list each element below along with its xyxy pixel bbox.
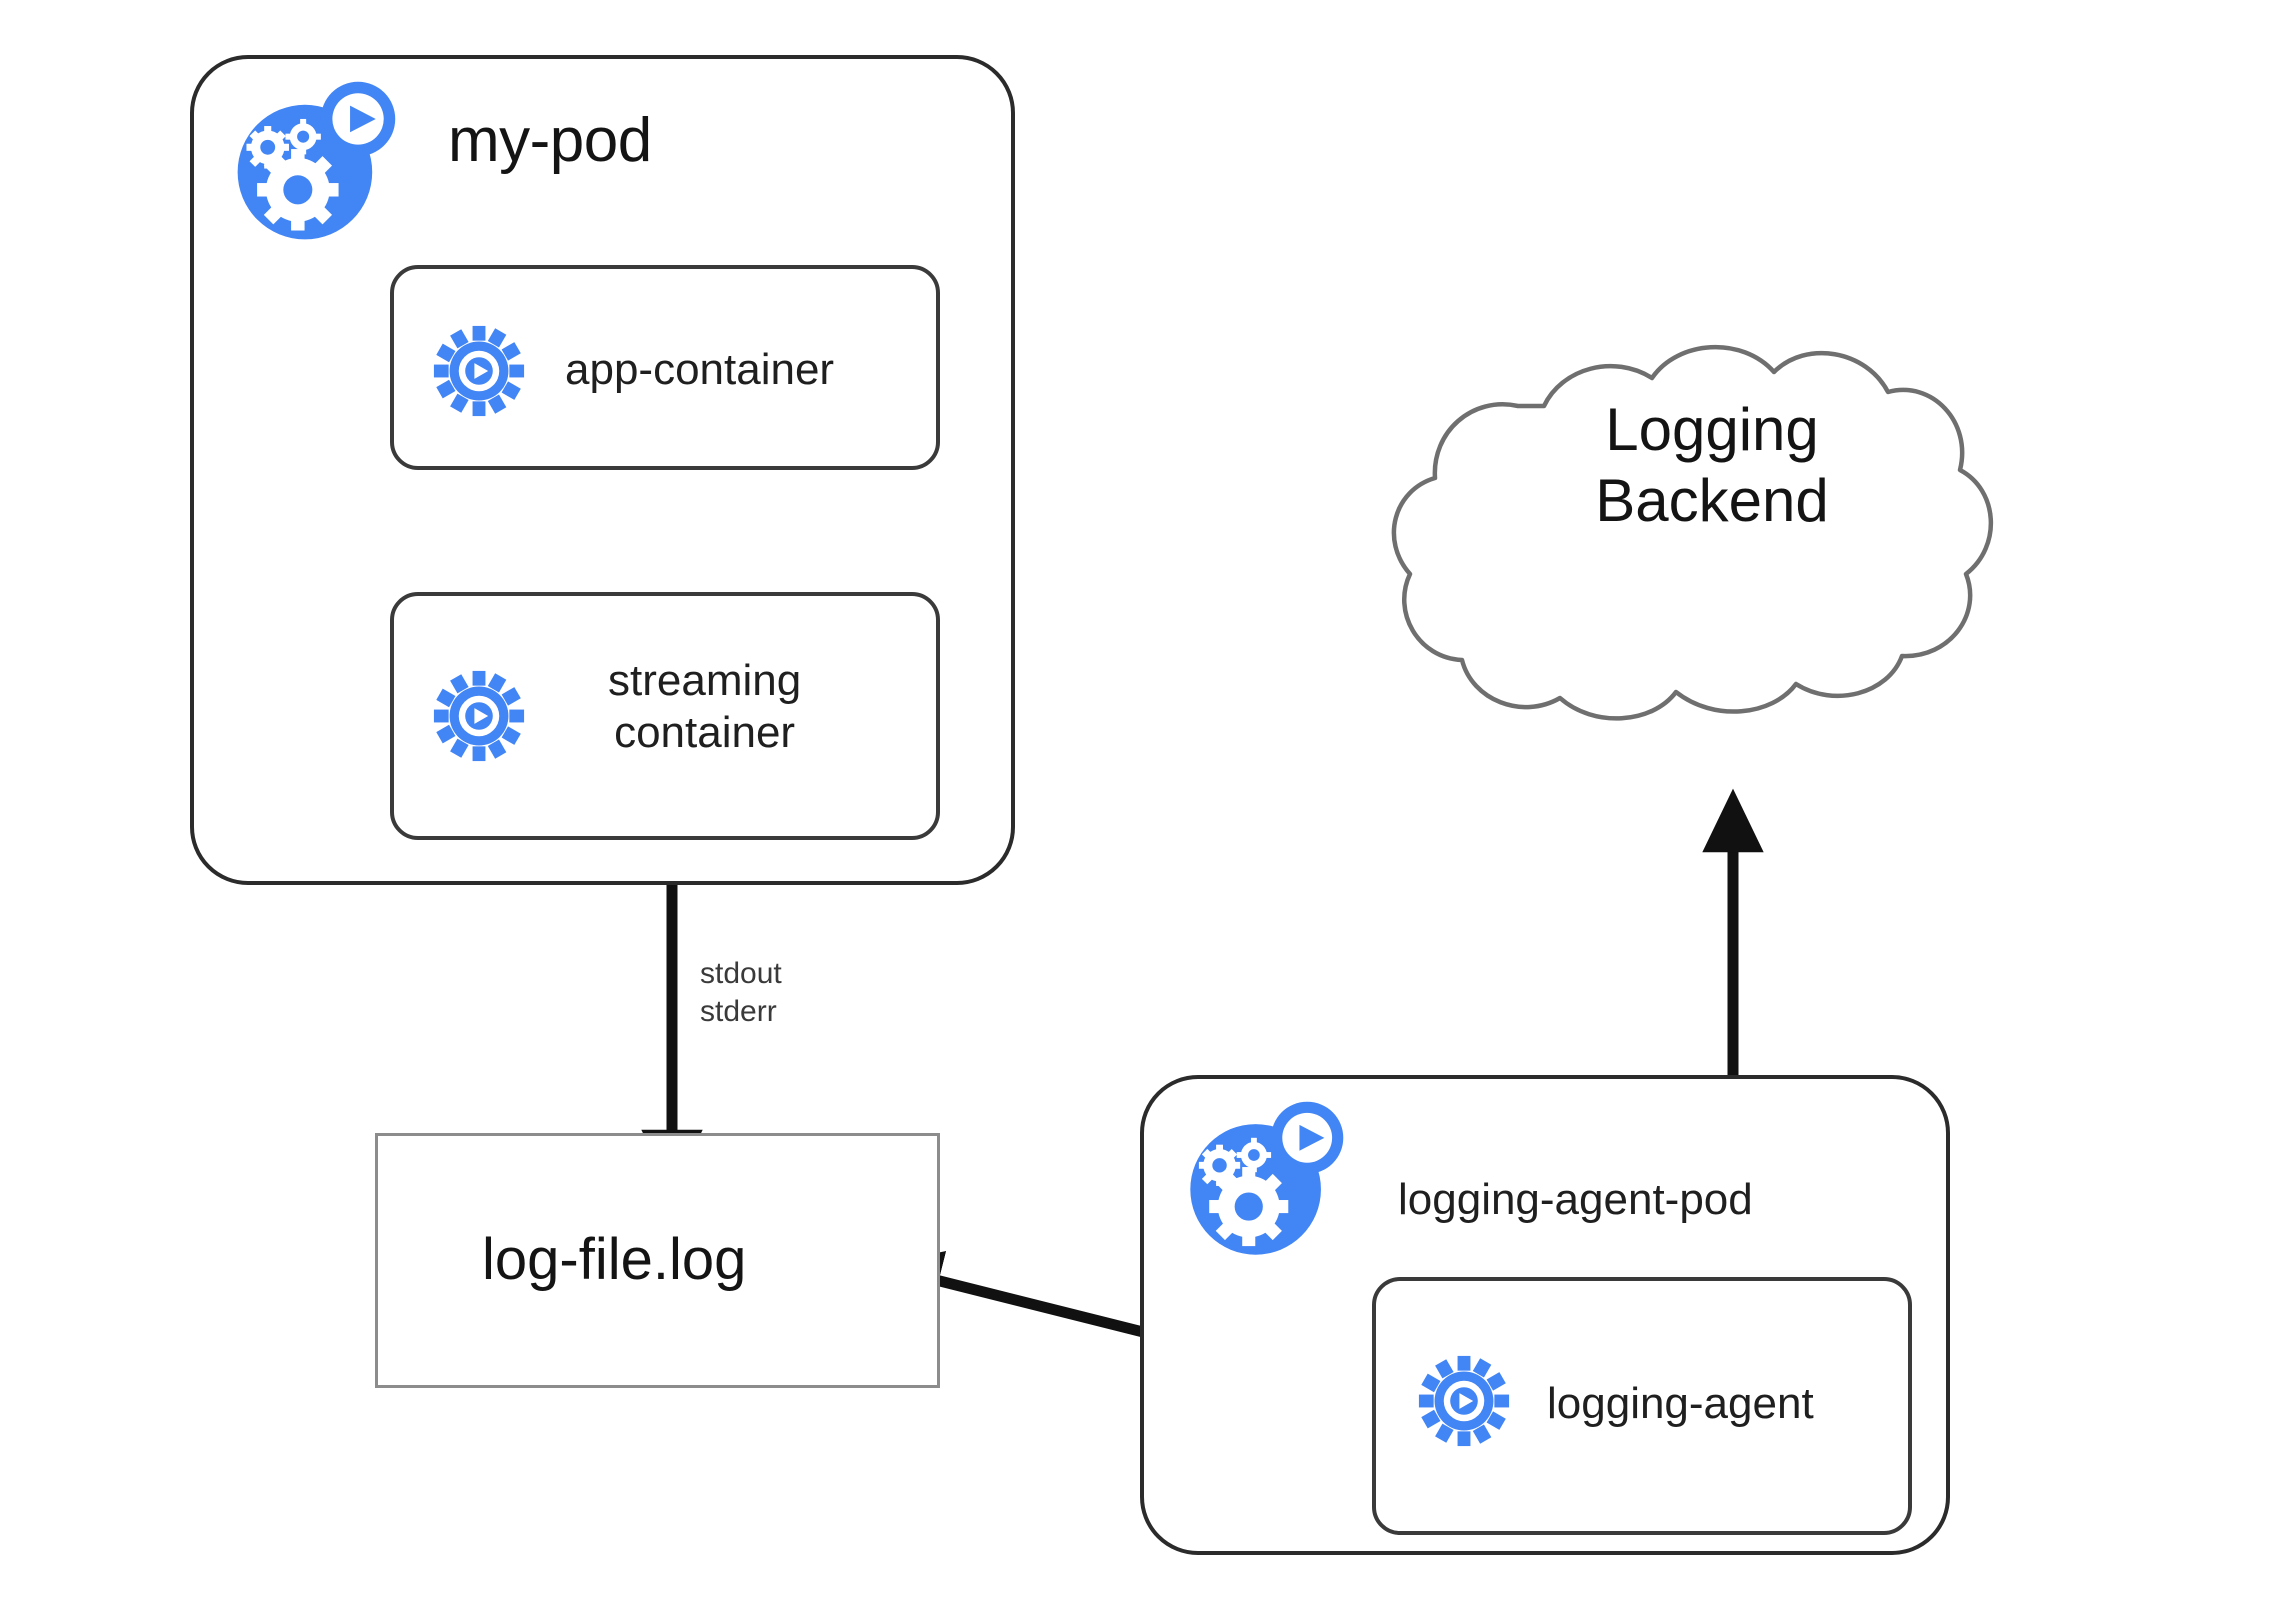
pod-logging-agent-pod-title: logging-agent-pod: [1398, 1175, 1753, 1224]
pod-my-pod-title: my-pod: [448, 106, 652, 175]
log-file-label: log-file.log: [482, 1227, 747, 1292]
k8s-pod-icon: [1175, 1100, 1350, 1265]
container-gear-play-icon: [433, 670, 525, 762]
logging-backend-cloud[interactable]: [1322, 200, 2082, 730]
container-app-container-label: app-container: [565, 345, 835, 394]
container-logging-agent-label: logging-agent: [1547, 1379, 1814, 1428]
logging-backend-label: Logging Backend: [1595, 396, 1829, 534]
container-gear-play-icon: [433, 325, 525, 417]
log-file-box[interactable]: [375, 1133, 940, 1388]
container-streaming-container-label: streaming container: [608, 656, 802, 757]
container-streaming-container[interactable]: [390, 592, 940, 840]
container-gear-play-icon: [1418, 1355, 1510, 1447]
k8s-pod-icon: [222, 80, 402, 250]
edge-label-stdout-stderr: stdout stderr: [700, 957, 782, 1028]
